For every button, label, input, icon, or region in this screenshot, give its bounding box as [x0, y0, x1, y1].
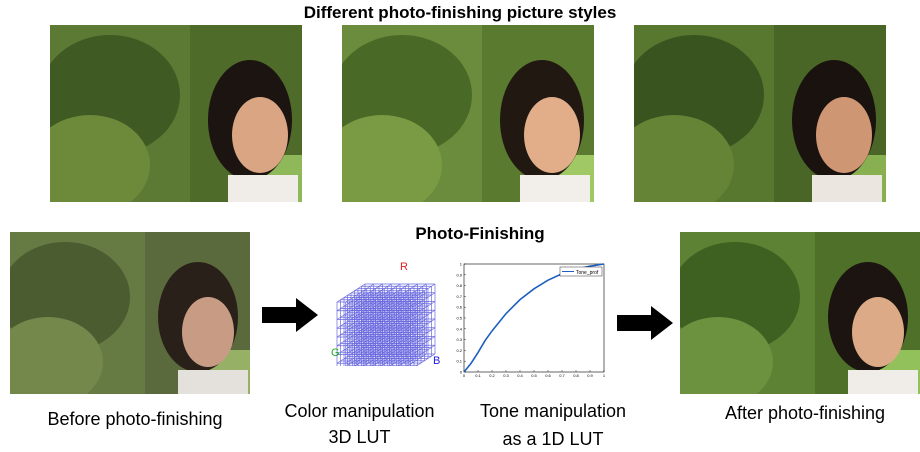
y-tick-label: 0.2: [456, 348, 462, 353]
cube-grid-line: [380, 318, 409, 338]
cube-grid: [336, 283, 436, 366]
lut-3d-cube: R G B: [331, 261, 440, 366]
y-tick-label: 0.5: [456, 316, 462, 321]
cube-grid-line: [389, 318, 418, 338]
top-title: Different photo-finishing picture styles: [303, 3, 617, 22]
chart-legend-box: [559, 266, 603, 277]
cube-grid-line: [406, 318, 436, 338]
cube-grid-line: [398, 318, 427, 338]
portrait-image: [680, 232, 920, 394]
x-tick-label: 0.2: [489, 373, 495, 378]
x-tick-label: 0.8: [573, 373, 579, 378]
y-tick-label: 0.4: [456, 326, 462, 331]
x-tick-label: 0.7: [559, 373, 565, 378]
y-tick-label: 0: [460, 370, 463, 375]
cube-grid-line: [406, 283, 436, 303]
pipeline-title: Photo-Finishing: [415, 224, 545, 243]
before-caption: Before photo-finishing: [47, 409, 223, 429]
cube-axis-r: R: [400, 261, 408, 273]
x-tick-label: 0.6: [545, 373, 551, 378]
cube-grid-line: [406, 309, 436, 329]
photo-style-3: [634, 25, 886, 202]
cube-axis-g: G: [331, 347, 340, 359]
cube-axis-b: B: [433, 355, 440, 366]
y-tick-label: 0.8: [456, 283, 462, 288]
x-tick-label: 0.9: [587, 373, 593, 378]
cube-grid-line: [406, 292, 436, 312]
portrait-image: [634, 25, 886, 202]
photo-style-1: [50, 25, 302, 202]
arrow-right-icon: [262, 298, 318, 332]
y-tick-label: 0.9: [456, 272, 462, 277]
after-caption: After photo-finishing: [724, 403, 886, 423]
x-tick-label: 0.3: [503, 373, 509, 378]
chart-plot-area: [463, 263, 605, 373]
y-tick-label: 0.3: [456, 337, 462, 342]
x-tick-label: 0.4: [517, 373, 523, 378]
photo-style-2: [342, 25, 594, 202]
y-tick-label: 0.6: [456, 305, 462, 310]
color-caption-line2: 3D LUT: [328, 427, 391, 447]
photo-after: [680, 232, 920, 394]
chart-legend-label: Tone_prof: [576, 270, 599, 276]
x-tick-label: 0.5: [531, 373, 537, 378]
x-tick-label: 0.1: [475, 373, 481, 378]
y-tick-label: 1: [460, 262, 463, 267]
tone-caption: Tone manipulation as a 1D LUT: [458, 398, 648, 452]
cube-grid-line: [398, 301, 427, 320]
photo-before: [10, 232, 250, 394]
arrow-right-icon: [617, 306, 673, 340]
x-tick-label: 1: [603, 373, 606, 378]
color-caption-line1: Color manipulation: [284, 401, 435, 421]
cube-grid-line: [398, 292, 427, 312]
color-caption: Color manipulation 3D LUT: [262, 398, 457, 450]
tone-caption-line1: Tone manipulation: [479, 401, 627, 421]
cube-grid-line: [406, 301, 436, 320]
portrait-image: [50, 25, 302, 202]
portrait-image: [10, 232, 250, 394]
cube-grid-line: [389, 309, 418, 329]
portrait-image: [342, 25, 594, 202]
y-tick-label: 0.7: [456, 294, 462, 299]
x-tick-label: 0: [463, 373, 466, 378]
tone-caption-line2: as a 1D LUT: [502, 429, 604, 449]
y-tick-label: 0.1: [456, 359, 462, 364]
cube-grid-line: [398, 309, 427, 329]
